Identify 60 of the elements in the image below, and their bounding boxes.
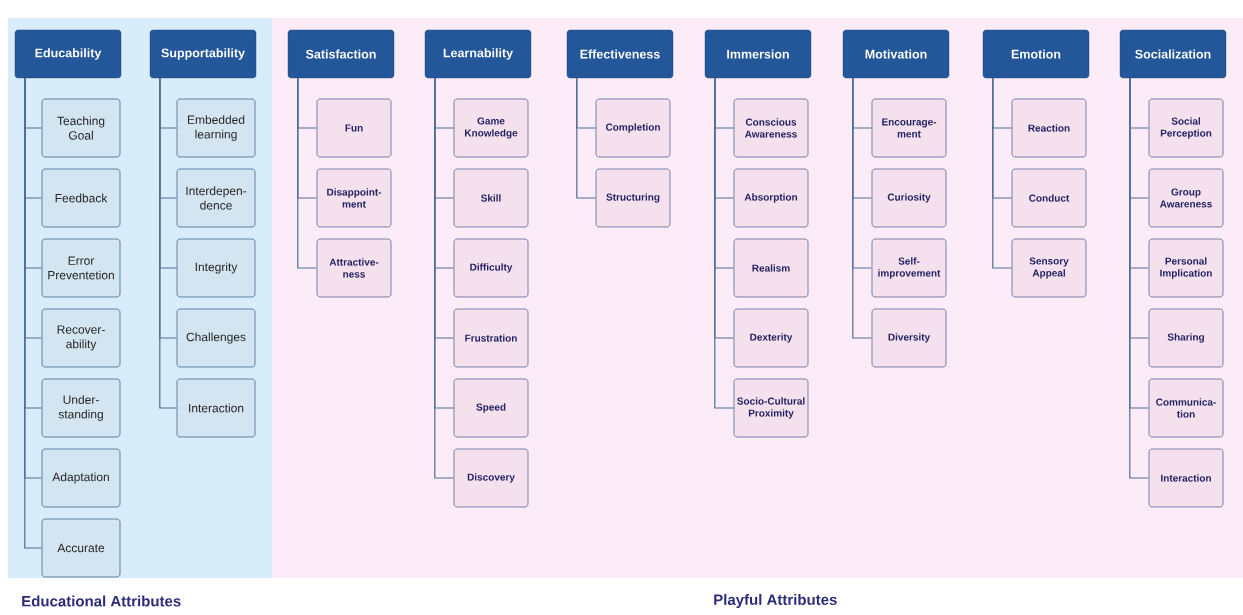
attribute-box: Socio-Cultural Proximity bbox=[733, 378, 809, 438]
attribute-box: Sharing bbox=[1148, 308, 1224, 368]
attribute-box: Teaching Goal bbox=[41, 98, 121, 158]
attribute-box: Accurate bbox=[41, 518, 121, 578]
category-box: Emotion bbox=[982, 29, 1090, 79]
connector-line bbox=[159, 77, 178, 409]
attribute-box: Feedback bbox=[41, 168, 121, 228]
category-box: Supportability bbox=[149, 29, 257, 79]
category-box: Effectiveness bbox=[566, 29, 674, 79]
attribute-box: Conduct bbox=[1011, 168, 1087, 228]
attribute-box: Dexterity bbox=[733, 308, 809, 368]
attribute-box: Realism bbox=[733, 238, 809, 298]
attribute-box: Error Preventetion bbox=[41, 238, 121, 298]
connector-line bbox=[852, 77, 873, 339]
attribute-box: Fun bbox=[316, 98, 392, 158]
attribute-box: Adaptation bbox=[41, 448, 121, 508]
category-box: Learnability bbox=[424, 29, 532, 79]
attribute-box: Absorption bbox=[733, 168, 809, 228]
category-box: Socialization bbox=[1119, 29, 1227, 79]
attribute-box: Interaction bbox=[176, 378, 256, 438]
attribute-box: Encourage- ment bbox=[871, 98, 947, 158]
attribute-box: Discovery bbox=[453, 448, 529, 508]
panel-caption: Educational Attributes bbox=[22, 595, 181, 607]
attribute-box: Speed bbox=[453, 378, 529, 438]
attribute-box: Attractive- ness bbox=[316, 238, 392, 298]
connector-line bbox=[434, 77, 455, 479]
attribute-box: Under- standing bbox=[41, 378, 121, 438]
attribute-box: Personal Implication bbox=[1148, 238, 1224, 298]
attribute-box: Disappoint- ment bbox=[316, 168, 392, 228]
category-box: Educability bbox=[14, 29, 122, 79]
category-box: Immersion bbox=[704, 29, 812, 79]
connector-line bbox=[576, 77, 597, 199]
attribute-box: Structuring bbox=[595, 168, 671, 228]
attribute-box: Challenges bbox=[176, 308, 256, 368]
attribute-box: Frustration bbox=[453, 308, 529, 368]
connector-line bbox=[992, 77, 1013, 269]
category-box: Satisfaction bbox=[287, 29, 395, 79]
attribute-box: Completion bbox=[595, 98, 671, 158]
attribute-box: Diversity bbox=[871, 308, 947, 368]
attribute-box: Conscious Awareness bbox=[733, 98, 809, 158]
attribute-box: Curiosity bbox=[871, 168, 947, 228]
attribute-box: Group Awareness bbox=[1148, 168, 1224, 228]
attribute-box: Reaction bbox=[1011, 98, 1087, 158]
attribute-box: Interdepen- dence bbox=[176, 168, 256, 228]
attribute-box: Game Knowledge bbox=[453, 98, 529, 158]
attribute-box: Recover- ability bbox=[41, 308, 121, 368]
connector-line bbox=[1129, 77, 1150, 479]
attribute-box: Communica- tion bbox=[1148, 378, 1224, 438]
attribute-box: Integrity bbox=[176, 238, 256, 298]
attribute-box: Embedded learning bbox=[176, 98, 256, 158]
panel-caption: Playful Attributes bbox=[714, 594, 837, 608]
attribute-box: Social Perception bbox=[1148, 98, 1224, 158]
attribute-box: Difficulty bbox=[453, 238, 529, 298]
attribute-box: Sensory Appeal bbox=[1011, 238, 1087, 298]
attribute-box: Self- improvement bbox=[871, 238, 947, 298]
attribute-box: Interaction bbox=[1148, 448, 1224, 508]
attribute-box: Skill bbox=[453, 168, 529, 228]
connector-line bbox=[714, 77, 735, 409]
category-box: Motivation bbox=[842, 29, 950, 79]
connector-line bbox=[297, 77, 318, 269]
